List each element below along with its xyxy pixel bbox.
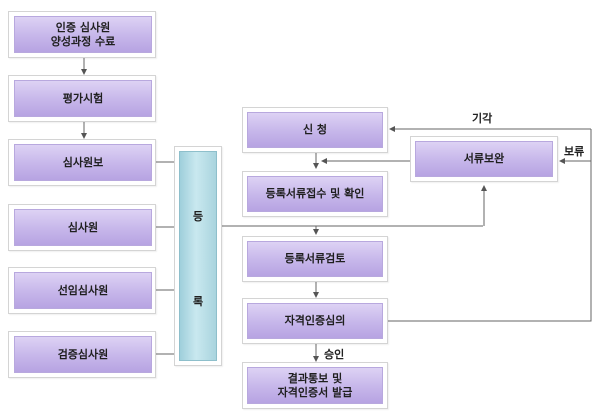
senior-auditor-box: 선임심사원 bbox=[14, 272, 152, 309]
auditor-box: 심사원 bbox=[14, 209, 152, 246]
receive-check-box: 등록서류접수 및 확인 bbox=[247, 176, 383, 212]
apply-box: 신 청 bbox=[247, 112, 383, 148]
verifier-auditor-box: 검증심사원 bbox=[14, 336, 152, 373]
review-box: 등록서류검토 bbox=[247, 241, 383, 277]
supplement-docs-box: 서류보완 bbox=[415, 141, 553, 177]
result-certificate-box: 결과통보 및 자격인증서 발급 bbox=[247, 367, 383, 404]
exam-box: 평가시험 bbox=[14, 80, 152, 117]
label-approve: 승인 bbox=[324, 348, 345, 361]
registration-bar: 등 록 bbox=[179, 151, 217, 361]
deliberation-box: 자격인증심의 bbox=[247, 303, 383, 339]
registration-char-1: 등 bbox=[192, 210, 204, 223]
label-reject: 기각 bbox=[472, 112, 493, 125]
label-hold: 보류 bbox=[564, 145, 585, 158]
associate-auditor-box: 심사원보 bbox=[14, 144, 152, 181]
training-complete-box: 인증 심사원 양성과정 수료 bbox=[14, 16, 152, 53]
line-deliberation-feedback bbox=[386, 129, 592, 322]
registration-char-2: 록 bbox=[192, 295, 204, 308]
